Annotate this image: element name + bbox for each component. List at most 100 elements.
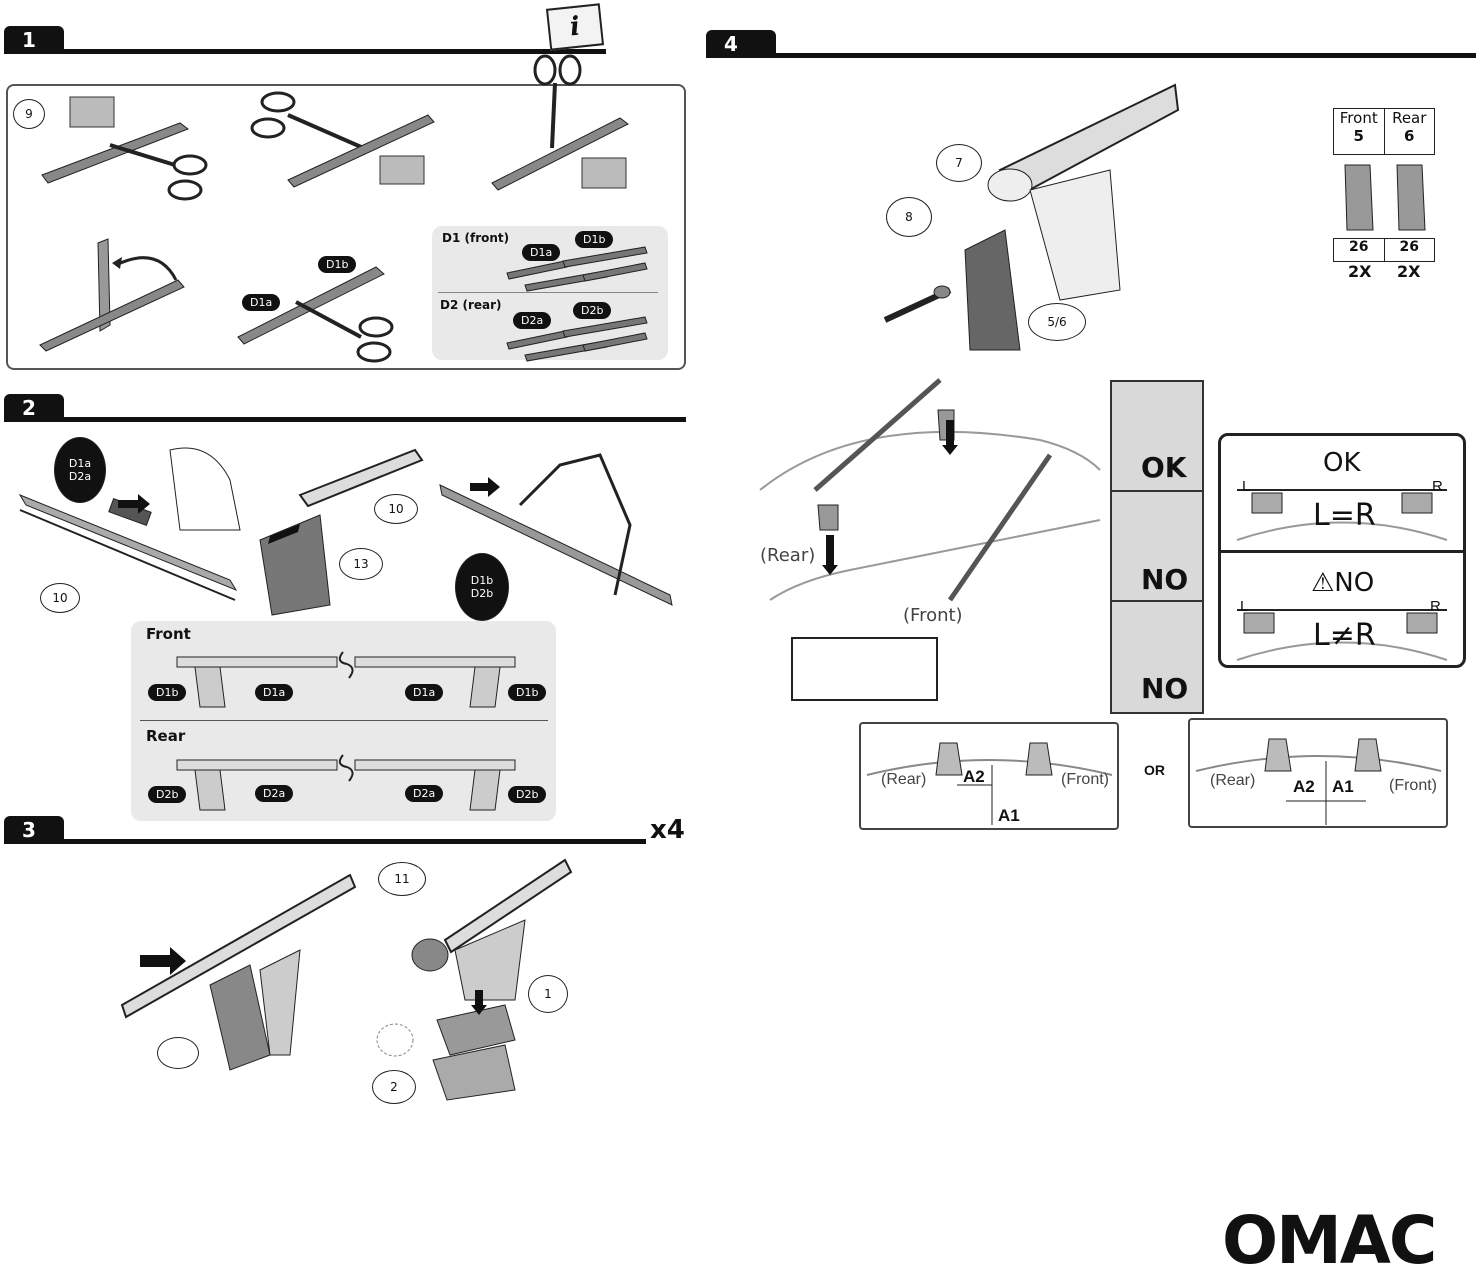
left-a1-label: A1: [998, 806, 1020, 825]
measurement-right-diagram: [1195, 738, 1442, 825]
rail-cut-illustration-4: [237, 266, 394, 363]
front-label: Front: [146, 625, 191, 643]
tag-d1b-d2b-badge: D1b D2b: [455, 553, 509, 621]
right-rear-label: (Rear): [1210, 772, 1256, 789]
table-front-header: Front: [1339, 109, 1378, 127]
callout-9: 9: [13, 99, 45, 129]
bracket-assembly-illustration: [883, 83, 1180, 351]
rail-clamp-illustration: [439, 453, 673, 606]
d1-front-title: D1 (front): [442, 231, 510, 245]
front-tag-2: D1a: [255, 684, 294, 701]
rear-tag-3: D2a: [405, 785, 444, 802]
rail-fold-illustration: [39, 238, 185, 352]
right-a2-label: A2: [1293, 777, 1315, 796]
rail-cut-illustration-1: [41, 96, 208, 201]
right-a1-label: A1: [1332, 777, 1354, 796]
callout-7: 7: [936, 144, 982, 182]
end-cap-slide-illustration: [120, 873, 357, 1071]
d1-strips: [506, 246, 648, 292]
d2-rear-title: D2 (rear): [440, 298, 502, 312]
no-l-label: L: [1240, 598, 1249, 615]
rail-cut-illustration-2: [250, 91, 435, 188]
no-label-1: NO: [1141, 563, 1189, 596]
measurement-panel-right: [1188, 718, 1448, 828]
l-not-equal-r: L≠R: [1313, 618, 1376, 653]
rail-insert-illustration: [18, 447, 241, 601]
table-rear-header: Rear: [1392, 109, 1427, 127]
measurement-left-diagram: [866, 742, 1113, 825]
tag-d2a-legend: D2a: [513, 312, 552, 329]
step-number: 3: [22, 818, 36, 842]
ok-label: OK: [1141, 451, 1187, 484]
table-front-size: 26: [1334, 239, 1385, 261]
rear-label: Rear: [146, 727, 186, 745]
no-r-label: R: [1430, 598, 1441, 615]
front-bar-diagram: [176, 651, 516, 708]
info-icon: i: [545, 3, 605, 51]
legend-divider: [438, 292, 658, 293]
step-3-rule: [4, 839, 646, 844]
front-rear-divider: [140, 720, 548, 721]
ok-no-strip: [1110, 380, 1204, 714]
d2-strips: [506, 316, 648, 362]
car-roof-illustration: [759, 378, 1101, 701]
rear-tag-2: D2a: [255, 785, 294, 802]
table-rear-size: 26: [1399, 239, 1419, 255]
car-rear-label: (Rear): [760, 545, 816, 566]
right-front-label: (Front): [1389, 777, 1437, 794]
front-tag-3: D1a: [405, 684, 444, 701]
omac-logo: OMAC: [1222, 1202, 1437, 1279]
step-number: 1: [22, 28, 36, 52]
tag-d1b-legend: D1b: [575, 231, 614, 248]
rear-tag-1: D2b: [148, 786, 187, 803]
callout-8: 8: [886, 197, 932, 237]
foot-pad-assembly-illustration: [376, 858, 573, 1101]
strip-divider-2: [1110, 600, 1202, 602]
callout-13: 13: [339, 548, 383, 580]
qty-front: 2X: [1348, 262, 1372, 281]
car-front-label: (Front): [903, 605, 963, 626]
callout-10-left: 10: [40, 583, 80, 613]
front-tag-4: D1b: [508, 684, 547, 701]
l-equals-r: L=R: [1313, 498, 1376, 533]
left-front-label: (Front): [1061, 771, 1109, 788]
callout-blank: [157, 1037, 199, 1069]
rear-bar-diagram: [176, 754, 516, 811]
panel-no-title: ⚠NO: [1311, 568, 1375, 598]
tag-d1a-legend: D1a: [522, 244, 561, 261]
or-label: OR: [1144, 762, 1165, 778]
table-front-number: 5: [1353, 127, 1364, 145]
tag-d1a: D1a: [242, 294, 281, 311]
rail-cut-illustration-3: [491, 54, 629, 191]
callout-5-6: 5/6: [1028, 303, 1086, 341]
tag-d2b-legend: D2b: [573, 302, 612, 319]
multiplier-x4: x4: [650, 815, 685, 845]
ok-r-label: R: [1432, 478, 1443, 495]
tag-d1a-d2a-badge: D1a D2a: [54, 437, 106, 503]
callout-1: 1: [528, 975, 568, 1013]
no-label-2: NO: [1141, 672, 1189, 705]
ok-l-label: L: [1242, 478, 1251, 495]
no-bar-diagram: [1236, 609, 1448, 661]
step-1-rule: [4, 49, 606, 54]
strip-divider-1: [1110, 490, 1202, 492]
table-rear-number: 6: [1404, 127, 1415, 145]
qty-rear: 2X: [1397, 262, 1421, 281]
step-number: 2: [22, 396, 36, 420]
ok-bar-diagram: [1236, 489, 1448, 541]
left-a2-label: A2: [963, 767, 985, 786]
callout-11: 11: [378, 862, 426, 896]
panel-ok-title: OK: [1323, 448, 1361, 478]
rear-tag-4: D2b: [508, 786, 547, 803]
bracket-size-table: Front 5 Rear 6: [1333, 108, 1435, 155]
callout-2: 2: [372, 1070, 416, 1104]
callout-10-middle: 10: [374, 494, 418, 524]
step-2-rule: [4, 417, 686, 422]
tag-d1b: D1b: [318, 256, 357, 273]
front-tag-1: D1b: [148, 684, 187, 701]
foot-slide-illustration: [259, 448, 424, 616]
step-number: 4: [724, 32, 738, 56]
measurement-panel-left: [859, 722, 1119, 830]
ok-lr-divider: [1218, 550, 1466, 553]
bracket-size-row: 26 26: [1333, 238, 1435, 262]
